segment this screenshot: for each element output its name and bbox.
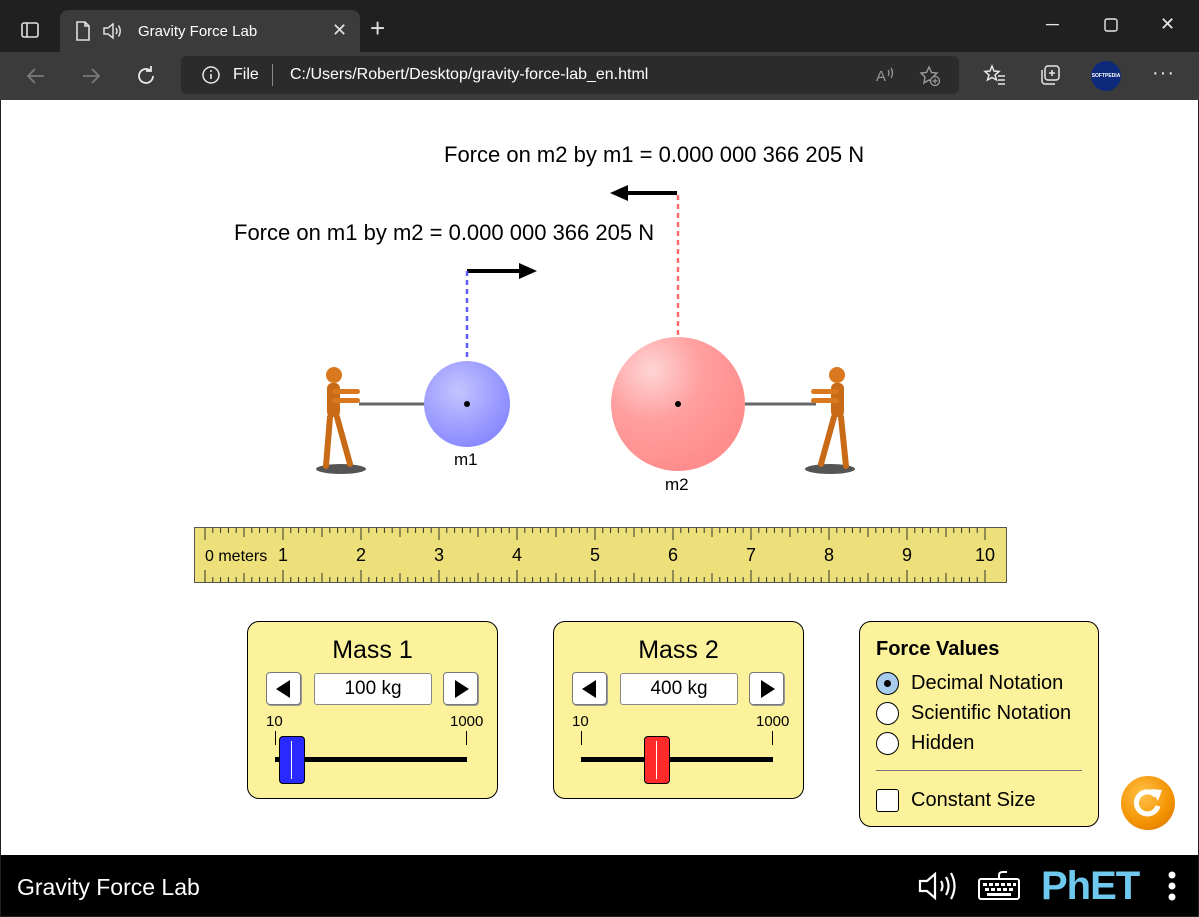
- phet-logo-text: PhET: [1041, 864, 1140, 908]
- profile-avatar[interactable]: SOFTPEDIA: [1091, 61, 1121, 91]
- speaker-icon[interactable]: [102, 21, 124, 41]
- back-icon[interactable]: [24, 64, 48, 88]
- address-separator: [272, 64, 273, 86]
- forward-icon[interactable]: [79, 64, 103, 88]
- mass1-slider-thumb[interactable]: [279, 736, 306, 784]
- radio-button[interactable]: [876, 732, 899, 755]
- ruler-tick-label: 2: [356, 545, 366, 565]
- browser-titlebar: Gravity Force Lab ✕ + ─ ✕: [0, 0, 1199, 52]
- address-url[interactable]: C:/Users/Robert/Desktop/gravity-force-la…: [290, 66, 649, 83]
- radio-button[interactable]: [876, 702, 899, 725]
- ruler-tick-label: 5: [590, 545, 600, 565]
- page-icon: [76, 21, 90, 41]
- mass1-increment-button[interactable]: [443, 672, 478, 705]
- force-on-m1-label: Force on m1 by m2 = 0.000 000 366 205 N: [234, 220, 655, 245]
- ruler-unit-label: 0 meters: [205, 548, 267, 565]
- puller-left: [316, 367, 366, 474]
- mass2-max-label: 1000: [756, 713, 790, 730]
- close-icon[interactable]: ✕: [332, 20, 348, 40]
- mass2-increment-button[interactable]: [749, 672, 784, 705]
- ruler[interactable]: 0 meters 1 2 3 4 5 6 7 8 9 10: [194, 527, 1007, 583]
- mass2-max-tick: [772, 731, 773, 745]
- m1-label: m1: [454, 450, 478, 469]
- mass1-min-label: 10: [266, 713, 283, 730]
- mass1-max-label: 1000: [450, 713, 484, 730]
- panel-divider: [876, 770, 1082, 771]
- mass2-min-tick: [581, 731, 582, 745]
- right-triangle-icon: [761, 680, 775, 698]
- sim-title: Gravity Force Lab: [17, 874, 200, 900]
- mass2-slider-track[interactable]: [581, 757, 773, 762]
- ruler-tick-label: 7: [746, 545, 756, 565]
- constant-size-label: Constant Size: [911, 789, 1036, 811]
- mass2-decrement-button[interactable]: [572, 672, 607, 705]
- force-values-title: Force Values: [876, 638, 1000, 660]
- ruler-tick-label: 6: [668, 545, 678, 565]
- svg-text:A: A: [876, 68, 886, 85]
- mass2-min-label: 10: [572, 713, 589, 730]
- mass1-slider-track[interactable]: [275, 757, 467, 762]
- force-arrow-m1: [467, 263, 537, 279]
- puller-right: [805, 367, 855, 474]
- force-arrow-m2: [610, 185, 677, 201]
- phet-logo[interactable]: PhET: [1041, 864, 1140, 909]
- mass1-title: Mass 1: [332, 636, 413, 664]
- address-bar[interactable]: File C:/Users/Robert/Desktop/gravity-for…: [181, 56, 959, 94]
- reset-all-button[interactable]: [1121, 776, 1175, 830]
- mass2-value: 400 kg: [620, 673, 738, 705]
- favorites-icon[interactable]: [983, 63, 1007, 87]
- left-triangle-icon: [276, 680, 290, 698]
- profile-badge-text: SOFTPEDIA: [1091, 73, 1121, 79]
- mass-m2-center: [675, 401, 681, 407]
- minimize-icon[interactable]: ─: [1046, 14, 1059, 34]
- collections-icon[interactable]: [1038, 63, 1062, 87]
- radio-label: Decimal Notation: [911, 672, 1064, 694]
- tab-actions-icon[interactable]: [20, 20, 40, 40]
- mass2-panel: Mass 2 400 kg 10 1000: [553, 621, 804, 799]
- ruler-tick-label: 9: [902, 545, 912, 565]
- new-tab-icon[interactable]: +: [370, 13, 386, 43]
- window-close-icon[interactable]: ✕: [1160, 14, 1176, 34]
- ruler-tick-label: 1: [278, 545, 288, 565]
- sim-screen: Force on m2 by m1 = 0.000 000 366 205 N …: [1, 100, 1198, 855]
- ruler-tick-label: 4: [512, 545, 522, 565]
- radio-label: Scientific Notation: [911, 702, 1072, 724]
- mass1-decrement-button[interactable]: [266, 672, 301, 705]
- mass2-title: Mass 2: [638, 636, 719, 664]
- browser-tab[interactable]: Gravity Force Lab ✕: [60, 10, 360, 52]
- address-scheme: File: [233, 66, 259, 83]
- play-area: [316, 185, 855, 474]
- force-on-m2-label: Force on m2 by m1 = 0.000 000 366 205 N: [444, 142, 865, 167]
- ruler-tick-label: 8: [824, 545, 834, 565]
- mass-m1-center: [464, 401, 470, 407]
- more-icon[interactable]: ···: [1152, 62, 1175, 84]
- radio-label: Hidden: [911, 732, 975, 754]
- mass2-slider-thumb[interactable]: [643, 736, 670, 784]
- left-triangle-icon: [582, 680, 596, 698]
- mass1-max-tick: [466, 731, 467, 745]
- refresh-icon[interactable]: [134, 64, 158, 88]
- radio-button-selected[interactable]: [876, 672, 899, 695]
- force-values-panel: Force Values Decimal Notation Scientific…: [859, 621, 1099, 827]
- phet-navbar: Gravity Force Lab PhET: [1, 855, 1198, 916]
- reset-icon: [1133, 789, 1162, 817]
- constant-size-checkbox[interactable]: [876, 789, 899, 812]
- mass1-value: 100 kg: [314, 673, 432, 705]
- ruler-tick-label: 10: [975, 545, 995, 565]
- phet-menu-icon[interactable]: [1167, 869, 1177, 903]
- tab-title: Gravity Force Lab: [138, 23, 258, 40]
- sound-icon[interactable]: [917, 869, 959, 903]
- add-favorite-icon[interactable]: [919, 65, 941, 87]
- maximize-icon[interactable]: [1104, 18, 1118, 32]
- mass1-min-tick: [275, 731, 276, 745]
- read-aloud-icon[interactable]: A: [875, 65, 897, 85]
- m2-label: m2: [665, 475, 689, 494]
- mass1-panel: Mass 1 100 kg 10 1000: [247, 621, 498, 799]
- ruler-ticks: 0 meters 1 2 3 4 5 6 7 8 9 10: [204, 528, 995, 582]
- keyboard-icon[interactable]: [977, 871, 1021, 901]
- right-triangle-icon: [455, 680, 469, 698]
- ruler-tick-label: 3: [434, 545, 444, 565]
- info-icon[interactable]: [201, 65, 221, 85]
